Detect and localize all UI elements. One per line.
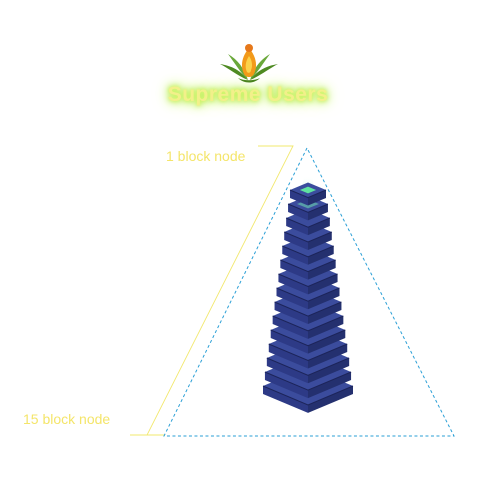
block-stack xyxy=(262,182,354,413)
label-bottom-node: 15 block node xyxy=(23,411,111,427)
dashed-triangle xyxy=(163,146,455,437)
lotus-flame-logo-icon xyxy=(220,44,278,83)
page-title: Supreme Users xyxy=(167,83,329,106)
top-block-gem xyxy=(299,186,317,194)
label-top-node: 1 block node xyxy=(166,148,246,164)
stack-block xyxy=(289,182,327,206)
